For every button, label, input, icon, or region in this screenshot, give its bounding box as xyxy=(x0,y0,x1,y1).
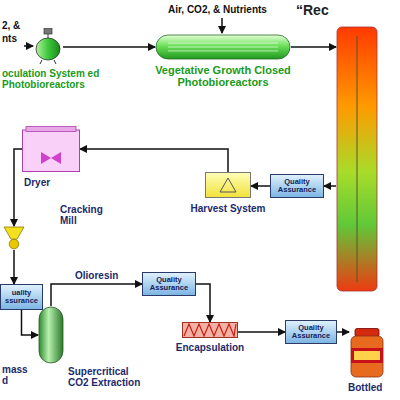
quality-box: Quality Assurance xyxy=(142,272,196,296)
reactor-column xyxy=(336,26,378,292)
equipment-label: Harvest System xyxy=(186,203,270,214)
bottle-icon xyxy=(349,328,385,378)
extraction-vessel xyxy=(38,306,64,364)
stream-note: Air, CO2, & Nutrients xyxy=(168,4,288,15)
flow-arrow xyxy=(51,284,142,306)
equipment-node: Dryer xyxy=(22,126,80,172)
flow-arrow xyxy=(291,46,336,48)
equipment-label: Dryer xyxy=(24,177,74,188)
equipment-node: Cracking Mill xyxy=(3,226,25,250)
quality-box: uality ssurance xyxy=(0,284,43,310)
stream-note: 2, & xyxy=(2,20,32,31)
equipment-node: Vegetative Growth Closed Photobioreactor… xyxy=(155,34,291,60)
stream-note: nts xyxy=(2,33,32,44)
equipment-label: Supercritical CO2 Extraction xyxy=(68,366,150,388)
quality-box: Quality Assurance xyxy=(285,320,337,344)
flow-arrow xyxy=(337,331,349,333)
cracking-mill xyxy=(3,226,25,250)
equipment-label: oculation System ed Photobioreactors xyxy=(2,68,102,90)
equipment-label: Bottled xyxy=(348,382,396,393)
harvest-unit xyxy=(205,172,251,198)
equipment-node: oculation System ed Photobioreactors xyxy=(33,28,63,64)
edge-label: Olioresin xyxy=(75,270,118,281)
box-label: Quality Assurance xyxy=(286,324,336,341)
quality-box: Quality Assurance xyxy=(270,174,324,198)
equipment-node: Encapsulation xyxy=(182,322,238,338)
equipment-label: Cracking Mill xyxy=(60,204,108,226)
box-label: Quality Assurance xyxy=(143,276,195,293)
equipment-node: Harvest System xyxy=(205,172,251,198)
equipment-node: Bottled xyxy=(349,328,385,378)
stream-note: mass d xyxy=(2,364,30,386)
photobioreactor-tube xyxy=(155,34,291,60)
flow-arrow xyxy=(22,310,39,335)
flow-arrow xyxy=(63,46,155,48)
equipment-node: Supercritical CO2 Extraction xyxy=(38,306,64,364)
feed-arrow xyxy=(221,18,223,33)
equipment-label: Vegetative Growth Closed Photobioreactor… xyxy=(155,64,291,88)
inoculation-vessel xyxy=(33,28,63,64)
feed-arrow xyxy=(24,45,33,47)
flow-arrow xyxy=(324,185,336,187)
equipment-label: “Rec xyxy=(296,3,356,18)
box-label: Quality Assurance xyxy=(271,178,323,195)
flow-arrow xyxy=(238,331,285,333)
flow-arrow xyxy=(251,185,270,187)
flow-arrow xyxy=(80,149,228,172)
equipment-label: Encapsulation xyxy=(170,342,250,353)
flow-arrow xyxy=(196,284,210,322)
flow-arrow xyxy=(14,149,22,226)
flow-arrow xyxy=(13,250,15,284)
dryer-unit xyxy=(22,126,80,172)
encapsulation-screw xyxy=(182,322,238,338)
equipment-node: “Rec xyxy=(336,26,378,292)
box-label: uality ssurance xyxy=(1,289,42,306)
